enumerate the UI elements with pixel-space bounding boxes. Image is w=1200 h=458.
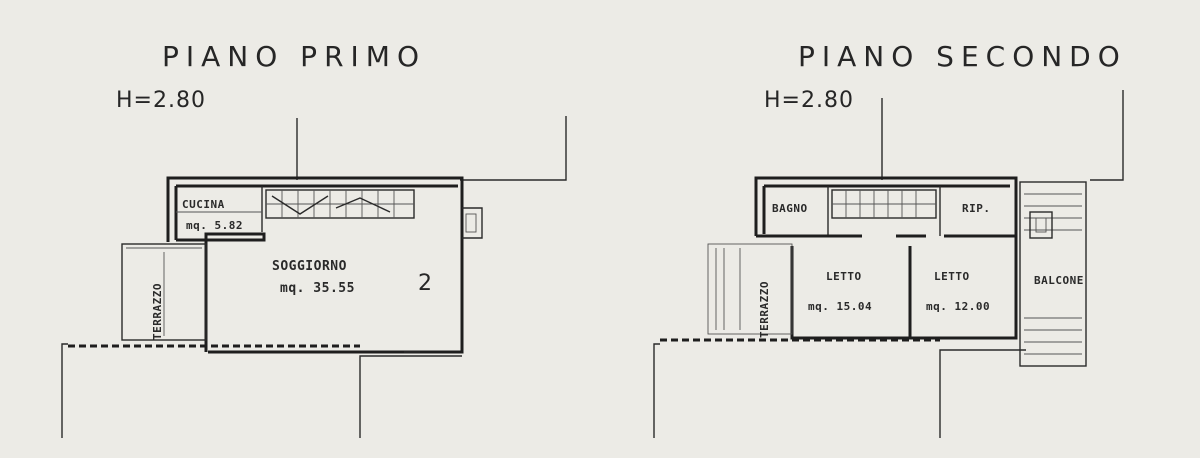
room-area-soggiorno: mq. 35.55 xyxy=(280,281,355,296)
terrace-outline xyxy=(121,243,207,341)
boundary-line xyxy=(653,343,660,438)
boundary-line xyxy=(61,343,68,438)
staircase xyxy=(831,189,937,219)
kitchen-partition xyxy=(176,232,266,352)
balcony xyxy=(1019,181,1087,367)
plan-piano-secondo: PIANO SECONDO H=2.80 BAGNO RIP. xyxy=(653,40,1127,438)
room-name-terrazzo: TERRAZZO xyxy=(151,283,164,340)
chimney xyxy=(462,207,483,239)
plan-piano-primo: PIANO PRIMO H=2.80 CUCINA mq. 5.82 xyxy=(61,40,567,438)
boundary-line xyxy=(359,355,462,438)
room-area-cucina: mq. 5.82 xyxy=(186,219,243,232)
room-name-soggiorno: SOGGIORNO xyxy=(272,259,347,274)
staircase xyxy=(265,189,415,219)
room-name-letto-1: LETTO xyxy=(826,270,862,283)
room-area-letto-2: mq. 12.00 xyxy=(926,300,990,313)
room-name-terrazzo: TERRAZZO xyxy=(758,281,771,338)
plan-title: PIANO SECONDO xyxy=(798,40,1127,73)
room-name-rip: RIP. xyxy=(962,202,991,215)
ceiling-height-label: H=2.80 xyxy=(764,88,854,113)
ceiling-height-label: H=2.80 xyxy=(116,88,206,113)
room-name-bagno: BAGNO xyxy=(772,202,808,215)
boundary-line xyxy=(460,116,567,181)
boundary-line xyxy=(1090,90,1124,181)
handwritten-mark: 2 xyxy=(418,271,433,296)
terrace-outline xyxy=(707,243,793,335)
room-name-letto-2: LETTO xyxy=(934,270,970,283)
plan-title: PIANO PRIMO xyxy=(162,40,426,73)
room-name-cucina: CUCINA xyxy=(182,198,225,211)
exterior-wall xyxy=(166,176,464,354)
room-area-letto-1: mq. 15.04 xyxy=(808,300,872,313)
boundary-line xyxy=(939,349,1026,438)
room-name-balcone: BALCONE xyxy=(1034,274,1084,287)
balcony-chimney xyxy=(1029,211,1053,239)
chimney-flue xyxy=(465,213,477,233)
